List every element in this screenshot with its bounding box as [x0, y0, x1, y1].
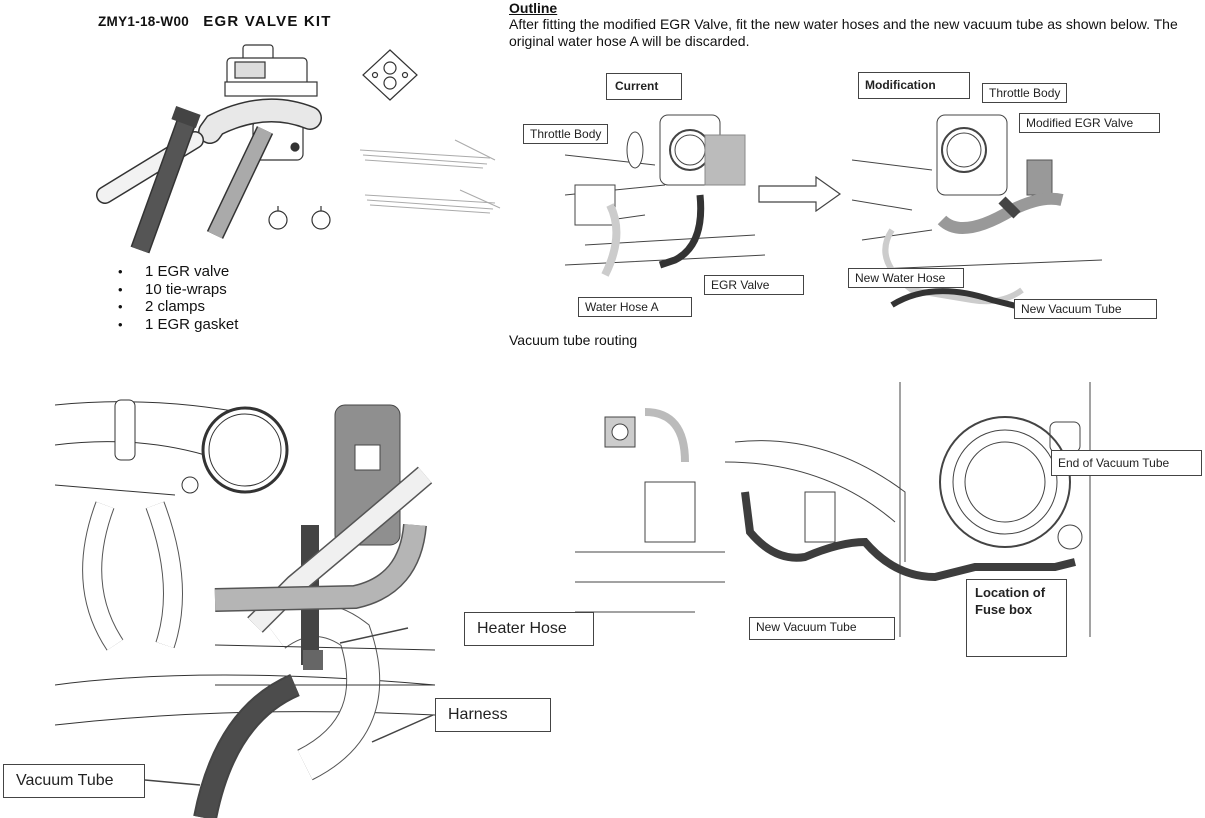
list-item: 2 clamps: [118, 298, 238, 316]
current-title: Current: [606, 73, 682, 100]
outline-body: After fitting the modified EGR Valve, fi…: [509, 16, 1178, 49]
kit-contents-list: 1 EGR valve 10 tie-wraps 2 clamps 1 EGR …: [118, 263, 238, 333]
list-item: 10 tie-wraps: [118, 281, 238, 299]
label-throttle-body-modification: Throttle Body: [982, 83, 1068, 103]
current-engine-illustration: [565, 114, 765, 277]
kit-part-number: ZMY1-18-W00: [98, 14, 190, 29]
modification-title: Modification: [858, 72, 970, 99]
label-new-vacuum-tube-routing: New Vacuum Tube: [749, 617, 895, 640]
label-throttle-body-current: Throttle Body: [523, 124, 609, 144]
kit-name: EGR VALVE KIT: [203, 13, 332, 30]
label-text: Water Hose A: [585, 300, 659, 314]
hose-routing-detail-illustration: [55, 399, 436, 818]
label-water-hose-a: Water Hose A: [578, 297, 692, 317]
label-end-of-vacuum-tube: End of Vacuum Tube: [1051, 450, 1202, 476]
label-new-vacuum-tube-modification: New Vacuum Tube: [1014, 299, 1157, 319]
outline-heading: Outline: [509, 0, 558, 16]
label-new-water-hose: New Water Hose: [848, 268, 964, 288]
label-modified-egr-valve: Modified EGR Valve: [1019, 113, 1160, 133]
label-heater-hose: Heater Hose: [464, 612, 594, 646]
routing-heading: Vacuum tube routing: [509, 332, 638, 348]
label-harness: Harness: [435, 698, 551, 732]
vacuum-routing-illustration: [575, 382, 1091, 637]
list-item: 1 EGR gasket: [118, 316, 238, 334]
list-item: 1 EGR valve: [118, 263, 238, 281]
arrow-right-icon: [758, 176, 842, 212]
kit-title: ZMY1-18-W00 EGR VALVE KIT: [98, 13, 332, 30]
egr-kit-illustration: [96, 44, 501, 254]
label-fuse-box-location: Location of Fuse box: [966, 579, 1067, 657]
label-vacuum-tube: Vacuum Tube: [3, 764, 145, 798]
modification-engine-illustration: [852, 114, 1103, 313]
label-egr-valve-current: EGR Valve: [704, 275, 804, 295]
